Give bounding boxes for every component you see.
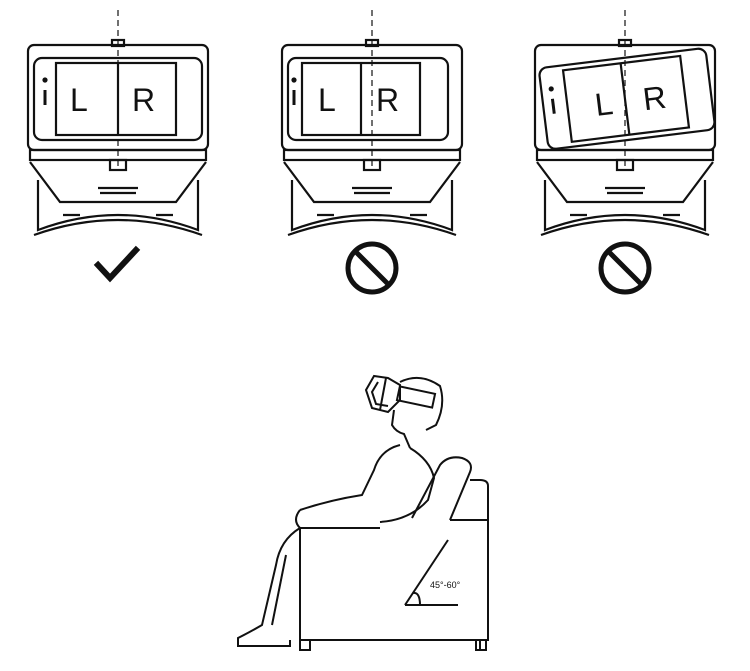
panel-offset-placement: L R — [272, 10, 472, 310]
prohibited-icon — [345, 241, 399, 295]
phone-left-label: L — [592, 85, 615, 123]
check-icon — [93, 245, 141, 283]
headset-drawing — [26, 10, 210, 283]
vr-headset-icon — [364, 374, 437, 414]
phone-right-label: R — [640, 78, 669, 118]
phone-left-label: L — [318, 82, 336, 118]
headset-drawing — [533, 10, 717, 295]
headset-drawing — [280, 10, 464, 295]
panel-correct-placement: L R — [18, 10, 218, 310]
panel-tilted-placement: L R — [525, 10, 725, 310]
phone-right-label: R — [132, 82, 156, 118]
recline-angle-label: 45°-60° — [430, 580, 461, 590]
prohibited-icon — [598, 241, 652, 295]
seated-viewer-scene — [215, 365, 505, 665]
seated-viewer-drawing — [237, 374, 489, 651]
phone-left-label: L — [70, 82, 88, 118]
phone-right-label: R — [376, 82, 400, 118]
